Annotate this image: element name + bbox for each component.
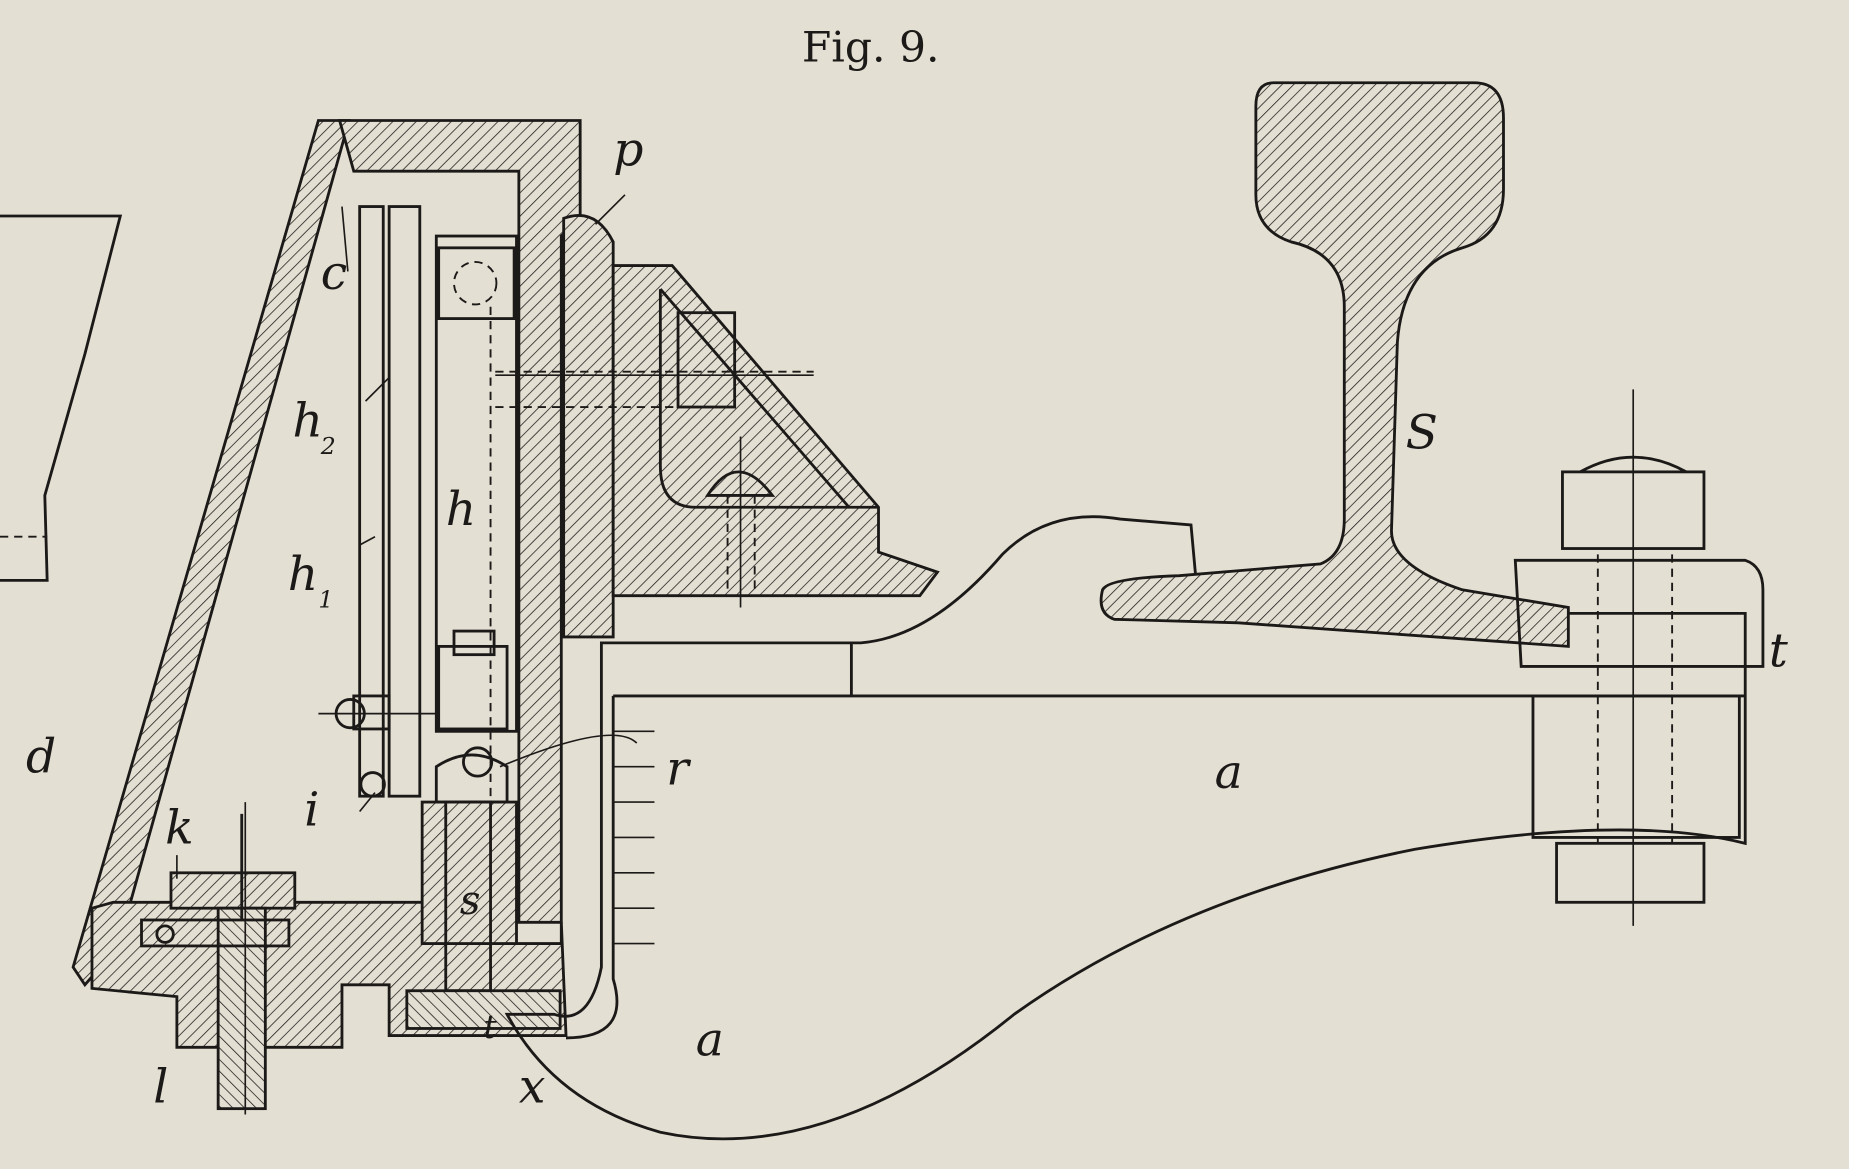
label-i: i [304, 783, 319, 838]
plate-h2 [387, 205, 422, 798]
label-h2: h [292, 394, 322, 449]
label-t-small: t [483, 1007, 497, 1046]
label-a-lower: a [696, 1013, 724, 1068]
label-s: s [460, 878, 481, 924]
angle-bracket [611, 264, 940, 598]
rail-S [1099, 81, 1570, 648]
label-d: d [26, 730, 56, 785]
label-r: r [666, 741, 691, 796]
arm-a [504, 515, 1747, 1141]
bracket-p [562, 214, 615, 639]
nut-bottom [1555, 841, 1706, 904]
label-h: h [446, 482, 476, 537]
bar-h [434, 234, 518, 733]
label-x: x [519, 1060, 546, 1115]
label-h2-subscript: 2 [320, 432, 336, 460]
label-h1: h [288, 547, 318, 602]
label-a-arm: a [1215, 745, 1243, 800]
label-t-clamp: t [1769, 623, 1789, 678]
label-S-rail: S [1406, 405, 1438, 460]
label-h1-subscript: 1 [318, 585, 333, 613]
clamp-t [1513, 558, 1765, 668]
left-object-outline [0, 214, 123, 582]
cable-gland-k [169, 871, 297, 910]
label-k: k [165, 800, 194, 855]
label-c: c [321, 246, 347, 301]
label-l: l [153, 1060, 168, 1115]
label-p: p [613, 122, 643, 177]
figure-title: Fig. 9. [802, 24, 940, 73]
